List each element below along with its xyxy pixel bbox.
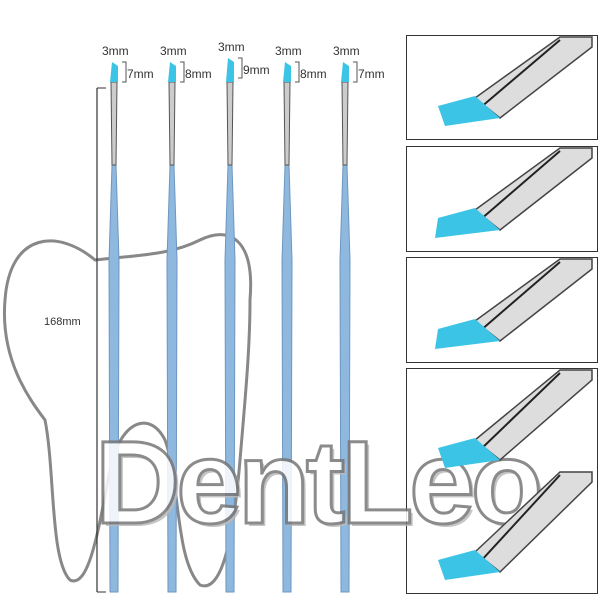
tip-width-label: 3mm bbox=[333, 44, 360, 58]
tip-length-bracket bbox=[122, 61, 127, 83]
brush-tip bbox=[110, 62, 118, 82]
brush-ferrule bbox=[226, 81, 234, 166]
brush-tip bbox=[341, 62, 349, 82]
tip-detail-1 bbox=[406, 35, 598, 140]
brush-tip bbox=[168, 62, 176, 82]
brush bbox=[339, 61, 358, 593]
tip-length-bracket bbox=[238, 57, 243, 79]
tip-detail-3 bbox=[406, 257, 598, 363]
length-label: 168mm bbox=[44, 316, 81, 328]
tip-width-label: 3mm bbox=[218, 40, 245, 54]
tip-length-label: 7mm bbox=[358, 67, 385, 81]
watermark: DentLeo bbox=[94, 416, 545, 551]
tip-length-label: 9mm bbox=[243, 63, 270, 77]
tip-length-bracket bbox=[180, 61, 185, 83]
brush-ferrule bbox=[283, 81, 291, 166]
brush-ferrule bbox=[110, 81, 118, 166]
tip-width-label: 3mm bbox=[102, 44, 129, 58]
brush-ferrule bbox=[168, 81, 176, 166]
brush-tip bbox=[283, 62, 291, 82]
tip-length-label: 7mm bbox=[127, 67, 154, 81]
brush-tip bbox=[226, 58, 234, 82]
brush bbox=[281, 61, 300, 593]
tip-length-bracket bbox=[295, 61, 300, 83]
brush-ferrule bbox=[341, 81, 349, 166]
brush bbox=[108, 61, 127, 593]
tip-width-label: 3mm bbox=[275, 44, 302, 58]
tip-width-label: 3mm bbox=[160, 44, 187, 58]
tip-length-label: 8mm bbox=[300, 67, 327, 81]
tip-detail-2 bbox=[406, 146, 598, 252]
brush bbox=[166, 61, 185, 593]
brush bbox=[224, 57, 243, 593]
tip-length-label: 8mm bbox=[185, 67, 212, 81]
tip-length-bracket bbox=[353, 61, 358, 83]
